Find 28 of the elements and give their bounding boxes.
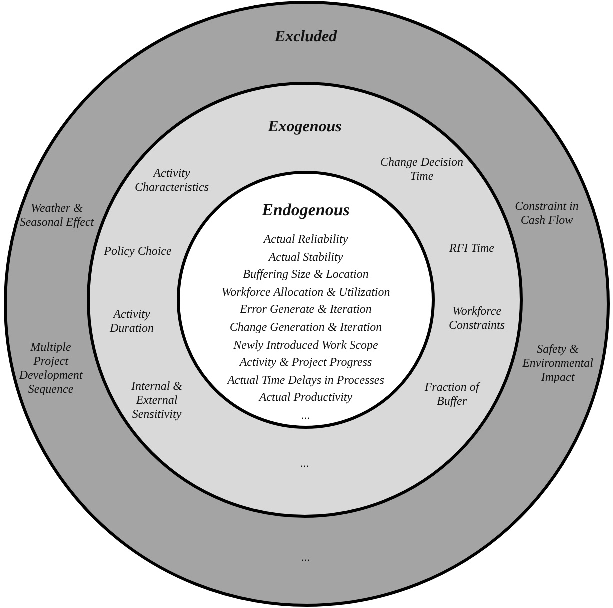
- factor-label: Workforce Constraints: [448, 304, 506, 332]
- factor-label: Change Decision Time: [380, 155, 464, 183]
- factor-label: ...: [300, 456, 310, 470]
- factor-label: Internal & External Sensitivity: [130, 379, 184, 421]
- factor-label: Activity Characteristics: [134, 166, 210, 194]
- factor-label: Error Generate & Iteration: [240, 302, 372, 316]
- factor-label: Constraint in Cash Flow: [514, 199, 580, 227]
- factor-label: ...: [302, 550, 310, 564]
- factor-label: Multiple Project Development Sequence: [18, 340, 84, 396]
- zone-title: Endogenous: [262, 200, 350, 220]
- factor-label: RFI Time: [450, 241, 494, 255]
- factor-label: Policy Choice: [104, 244, 172, 258]
- factor-label: Workforce Allocation & Utilization: [222, 284, 390, 299]
- zone-title: Exogenous: [268, 118, 342, 136]
- factor-label: Actual Productivity: [259, 390, 353, 404]
- factor-label: Actual Time Delays in Processes: [228, 372, 384, 387]
- factor-label: Change Generation & Iteration: [230, 320, 382, 334]
- factor-label: Activity & Project Progress: [240, 355, 372, 370]
- factor-label: Newly Introduced Work Scope: [234, 338, 378, 352]
- factor-label: Actual Reliability: [264, 232, 348, 246]
- factor-label: Actual Stability: [268, 250, 344, 264]
- factor-label: Weather & Seasonal Effect: [18, 201, 96, 229]
- factor-label: Fraction of Buffer: [424, 380, 482, 408]
- factor-label: Safety & Environmental Impact: [522, 342, 594, 384]
- factor-label: ...: [302, 408, 310, 422]
- factor-label: Buffering Size & Location: [243, 267, 369, 282]
- factor-label: Activity Duration: [108, 307, 155, 335]
- zone-title: Excluded: [274, 28, 338, 46]
